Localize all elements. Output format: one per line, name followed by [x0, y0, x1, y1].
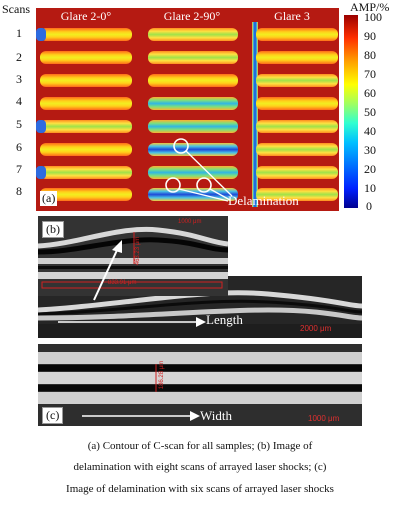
- colorbar-tick: 50: [364, 105, 376, 119]
- scan-number: 8: [16, 184, 22, 198]
- strip-edge: [36, 120, 46, 133]
- inset-vert-text: 463.23 μm: [135, 236, 142, 266]
- scan-number: 1: [16, 26, 22, 40]
- scan-strip: [40, 74, 132, 87]
- zoom-arrow: [93, 240, 122, 301]
- caption-line: (a) Contour of C-scan for all samples; (…: [87, 440, 313, 452]
- length-arrow: [58, 317, 206, 327]
- scan-number: 6: [16, 140, 22, 154]
- delamination-profile: [38, 290, 362, 338]
- scan-labels: Scans 1 2 3 4 5 6 7 8: [0, 0, 36, 212]
- scan-strip: [148, 51, 238, 64]
- pointer-line: [185, 150, 233, 197]
- scan-strip: [148, 143, 238, 156]
- scan-strip: [256, 166, 338, 179]
- group-title: Glare 2-0°: [60, 9, 112, 23]
- scan-strip: [256, 28, 338, 41]
- dim-text: 186.28 μm: [159, 360, 166, 390]
- c-scan-contour: Glare 2-0° Glare 2-90° Glare 3: [36, 8, 339, 211]
- scan-strip: [148, 120, 238, 133]
- scale-text: 2000 μm: [300, 324, 332, 333]
- micrograph-width: 186.28 μm Width 1000 μm: [38, 344, 362, 426]
- pointer-line: [178, 188, 229, 202]
- panel-c-label: (c): [42, 407, 64, 424]
- scan-strip: [40, 120, 132, 133]
- inset-scale-text: 1000 μm: [178, 219, 202, 225]
- group-title: Glare 2-90°: [163, 9, 221, 23]
- colorbar-tick: 40: [364, 124, 376, 138]
- pointer-line: [209, 188, 231, 201]
- caption-line: delamination with eight scans of arrayed…: [73, 461, 327, 473]
- colorbar-tick: 70: [364, 67, 376, 81]
- scan-number: 7: [16, 162, 22, 176]
- inset-dim-text: 833.91 μm: [108, 280, 137, 286]
- group-title: Glare 3: [274, 9, 310, 23]
- delamination-markers: [165, 138, 233, 202]
- scan-strip: [148, 166, 238, 179]
- scan-strip: [148, 97, 238, 110]
- colorbar-tick: 60: [364, 86, 376, 100]
- colorbar-tick: 100: [364, 10, 382, 24]
- width-arrow: [82, 411, 200, 421]
- colorbar-tick: 80: [364, 48, 376, 62]
- strip-edge: [36, 28, 46, 41]
- colorbar: [344, 15, 358, 208]
- scans-header: Scans: [2, 2, 30, 16]
- scan-strip: [256, 120, 338, 133]
- scan-number: 3: [16, 72, 22, 86]
- panel-b-label: (b): [42, 221, 64, 238]
- scan-strip: [40, 97, 132, 110]
- scan-number: 2: [16, 50, 22, 64]
- scan-number: 5: [16, 117, 22, 131]
- scan-strip: [148, 74, 238, 87]
- strip-edge: [252, 22, 258, 207]
- scan-strip: [256, 143, 338, 156]
- delamination-circle: [196, 177, 212, 193]
- colorbar-tick: 90: [364, 29, 376, 43]
- colorbar-title: AMP/%: [350, 0, 390, 14]
- scan-strip: [256, 188, 338, 201]
- width-layers: [38, 344, 362, 426]
- width-label: Width: [200, 408, 232, 423]
- scan-strip: [256, 74, 338, 87]
- delamination-label: Delamination: [228, 193, 299, 208]
- delamination-circle: [173, 138, 189, 154]
- scan-strip: [40, 166, 132, 179]
- caption-line: Image of delamination with six scans of …: [66, 483, 334, 495]
- colorbar-tick: 0: [366, 199, 372, 213]
- colorbar-tick: 30: [364, 143, 376, 157]
- scan-strip: [148, 28, 238, 41]
- scan-strip: [40, 188, 132, 201]
- delamination-circle: [165, 177, 181, 193]
- strip-edge: [36, 166, 46, 179]
- scan-strip: [40, 28, 132, 41]
- panel-a-label: (a): [40, 191, 58, 206]
- scan-strip: [256, 51, 338, 64]
- scale-text: 1000 μm: [308, 414, 340, 423]
- length-label: Length: [206, 312, 243, 327]
- scan-strip: [40, 143, 132, 156]
- scan-number: 4: [16, 94, 22, 108]
- colorbar-tick: 10: [364, 181, 376, 195]
- scan-strip: [40, 51, 132, 64]
- micrograph-length-zoom: 1000 μm 833.91 μm 463.23 μm: [38, 216, 228, 296]
- scan-strip: [256, 97, 338, 110]
- zoom-profile: [38, 216, 228, 296]
- colorbar-tick: 20: [364, 162, 376, 176]
